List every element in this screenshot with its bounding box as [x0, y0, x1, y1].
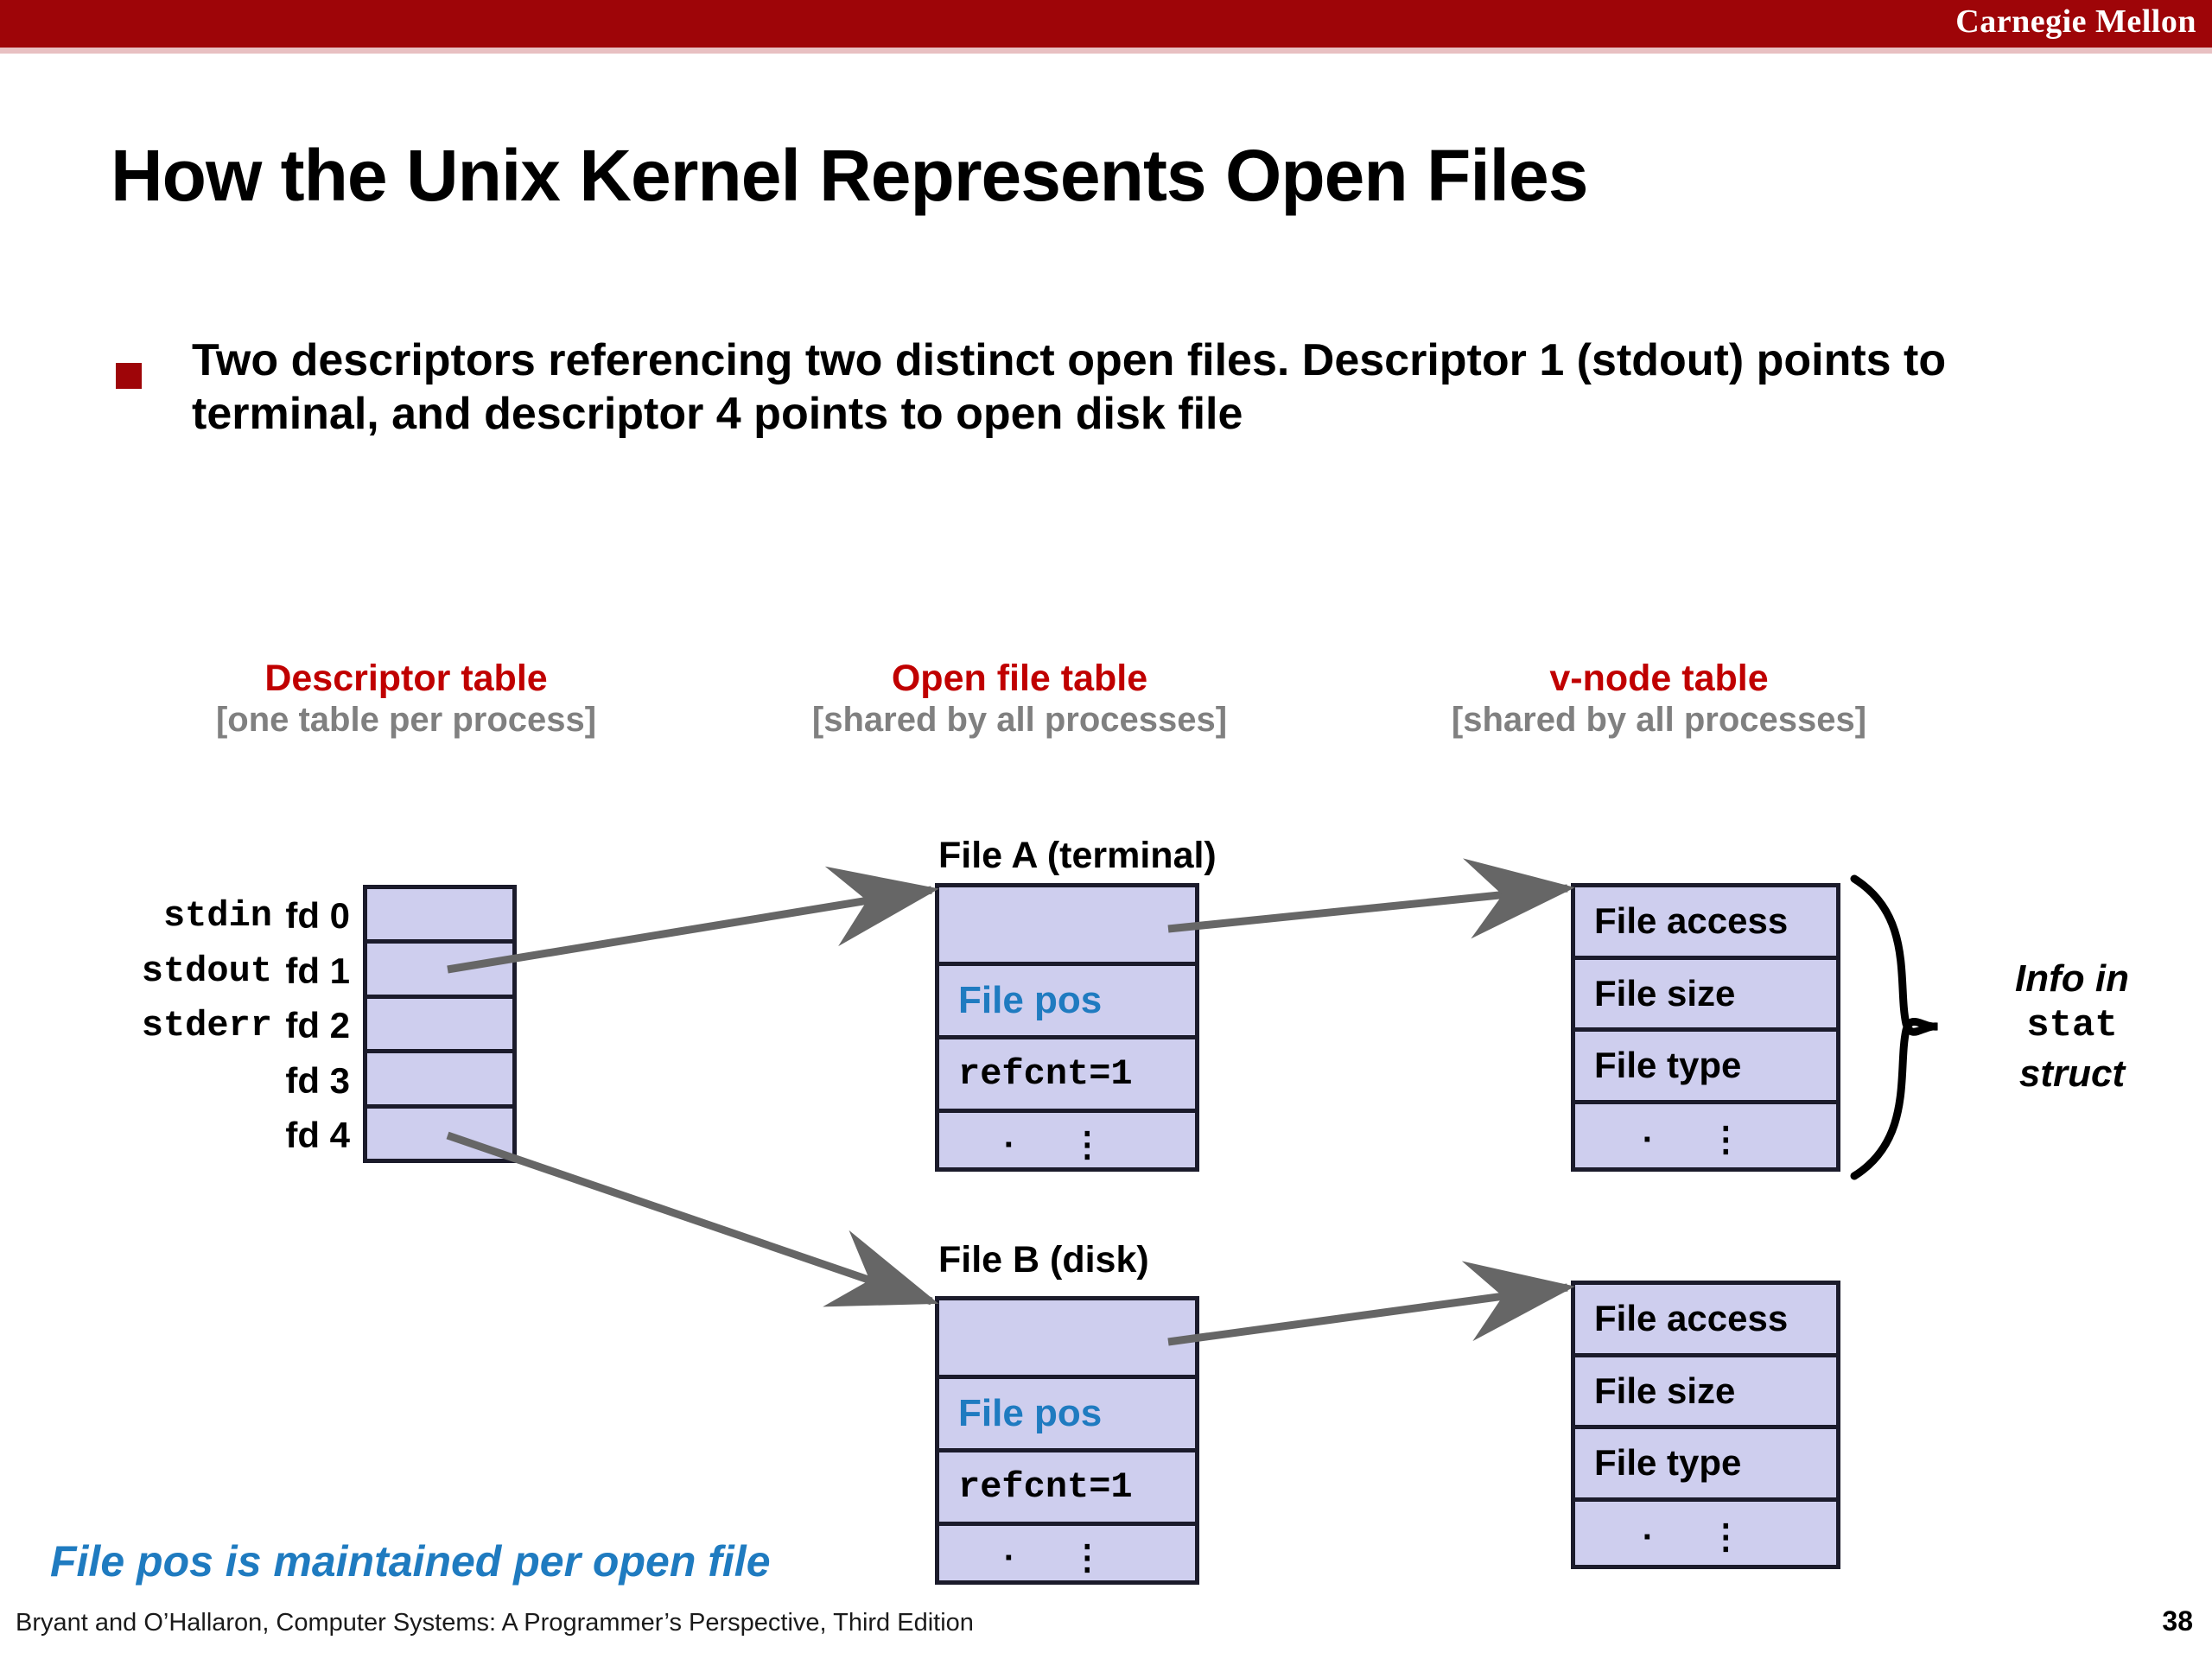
- vnode-a-row-file-access[interactable]: File access: [1575, 887, 1836, 960]
- vnode-b-row-file-type[interactable]: File type: [1575, 1429, 1836, 1502]
- footer-page-number: 38: [2162, 1605, 2193, 1637]
- vnode-a-file-access-label: File access: [1594, 900, 1789, 942]
- stat-annotation-line2: stat: [2026, 1004, 2118, 1047]
- page-title: How the Unix Kernel Represents Open File…: [111, 135, 1588, 216]
- descriptor-table-row-fd2[interactable]: [367, 999, 512, 1054]
- column-header-open-file-table: Open file table [shared by all processes…: [726, 658, 1313, 741]
- arrow-file-a-to-vnode-a: [1167, 858, 1575, 939]
- stream-label-stderr: stderr: [141, 1005, 272, 1046]
- stat-annotation-line1: Info in: [2015, 957, 2129, 1000]
- bullet-text: Two descriptors referencing two distinct…: [192, 335, 1947, 440]
- stat-struct-brace: [1850, 874, 1938, 1180]
- bullet-marker-icon: [116, 363, 142, 389]
- column-header-subtitle: [shared by all processes]: [811, 701, 1228, 740]
- column-header-subtitle: [one table per process]: [215, 701, 597, 740]
- stat-annotation-line3: struct: [2018, 1052, 2126, 1095]
- stream-label-stdout: stdout: [141, 950, 272, 992]
- descriptor-table-row-fd1[interactable]: [367, 944, 512, 999]
- vnode-b-file-type-label: File type: [1594, 1442, 1742, 1484]
- open-file-a-refcnt-label: refcnt=1: [958, 1053, 1133, 1095]
- open-file-table-a[interactable]: File pos refcnt=1 · ⋮: [935, 883, 1199, 1172]
- column-header-descriptor-table: Descriptor table [one table per process]: [86, 658, 726, 741]
- vnode-table-b[interactable]: File access File size File type · ⋮: [1571, 1281, 1840, 1569]
- stat-struct-annotation: Info in stat struct: [1951, 955, 2193, 1097]
- open-file-b-row-file-pos[interactable]: File pos: [939, 1379, 1195, 1452]
- vnode-b-row-file-access[interactable]: File access: [1575, 1285, 1836, 1357]
- ellipsis-icon: · ⋮: [1642, 1518, 1766, 1557]
- caption-file-b: File B (disk): [938, 1239, 1149, 1281]
- descriptor-table[interactable]: [363, 885, 517, 1163]
- header-bar: [0, 0, 2212, 48]
- vnode-b-row-file-size[interactable]: File size: [1575, 1357, 1836, 1429]
- caption-file-a: File A (terminal): [938, 835, 1217, 876]
- arrow-fd1-to-file-a: [447, 866, 939, 974]
- open-file-table-b[interactable]: File pos refcnt=1 · ⋮: [935, 1296, 1199, 1585]
- vnode-a-row-file-type[interactable]: File type: [1575, 1032, 1836, 1104]
- vnode-a-file-size-label: File size: [1594, 972, 1736, 1014]
- fd-label-1: fd 1: [285, 950, 350, 991]
- open-file-a-row-file-pos[interactable]: File pos: [939, 966, 1195, 1039]
- vnode-b-file-size-label: File size: [1594, 1370, 1736, 1411]
- fd-label-0: fd 0: [285, 895, 350, 936]
- fd-label-3: fd 3: [285, 1060, 350, 1101]
- column-header-subtitle: [shared by all processes]: [1451, 701, 1867, 740]
- ellipsis-icon: · ⋮: [1003, 1538, 1128, 1577]
- ellipsis-icon: · ⋮: [1642, 1121, 1766, 1160]
- open-file-b-row-refcnt[interactable]: refcnt=1: [939, 1452, 1195, 1526]
- descriptor-table-row-fd0[interactable]: [367, 889, 512, 944]
- open-file-a-row-refcnt[interactable]: refcnt=1: [939, 1039, 1195, 1113]
- vnode-a-file-type-label: File type: [1594, 1045, 1742, 1086]
- ellipsis-icon: · ⋮: [1003, 1125, 1128, 1164]
- open-file-b-row-blank[interactable]: [939, 1300, 1195, 1379]
- column-header-title: Descriptor table: [264, 658, 548, 699]
- descriptor-table-row-fd3[interactable]: [367, 1053, 512, 1109]
- open-file-a-row-blank[interactable]: [939, 887, 1195, 966]
- header-bar-underline: [0, 48, 2212, 54]
- open-file-b-row-ellipsis[interactable]: · ⋮: [939, 1526, 1195, 1589]
- stream-label-stdin: stdin: [162, 895, 272, 937]
- column-header-title: Open file table: [891, 658, 1148, 699]
- vnode-a-row-file-size[interactable]: File size: [1575, 960, 1836, 1032]
- vnode-b-row-ellipsis[interactable]: · ⋮: [1575, 1502, 1836, 1574]
- open-file-b-refcnt-label: refcnt=1: [958, 1466, 1133, 1508]
- fd-label-4: fd 4: [285, 1115, 350, 1155]
- arrow-file-b-to-vnode-b: [1167, 1261, 1575, 1346]
- brand-logo-text: Carnegie Mellon: [1955, 3, 2196, 40]
- vnode-b-file-access-label: File access: [1594, 1298, 1789, 1339]
- vnode-a-row-ellipsis[interactable]: · ⋮: [1575, 1104, 1836, 1177]
- descriptor-table-row-fd4[interactable]: [367, 1109, 512, 1163]
- column-header-title: v-node table: [1549, 658, 1769, 699]
- open-file-a-row-ellipsis[interactable]: · ⋮: [939, 1113, 1195, 1176]
- open-file-a-file-pos-label: File pos: [958, 979, 1103, 1021]
- fd-label-2: fd 2: [285, 1005, 350, 1046]
- vnode-table-a[interactable]: File access File size File type · ⋮: [1571, 883, 1840, 1172]
- open-file-b-file-pos-label: File pos: [958, 1392, 1103, 1434]
- footer-credit: Bryant and O’Hallaron, Computer Systems:…: [16, 1609, 974, 1637]
- bottom-note: File pos is maintained per open file: [50, 1537, 771, 1586]
- column-header-vnode-table: v-node table [shared by all processes]: [1348, 658, 1970, 741]
- arrow-fd4-to-file-b: [446, 1131, 939, 1307]
